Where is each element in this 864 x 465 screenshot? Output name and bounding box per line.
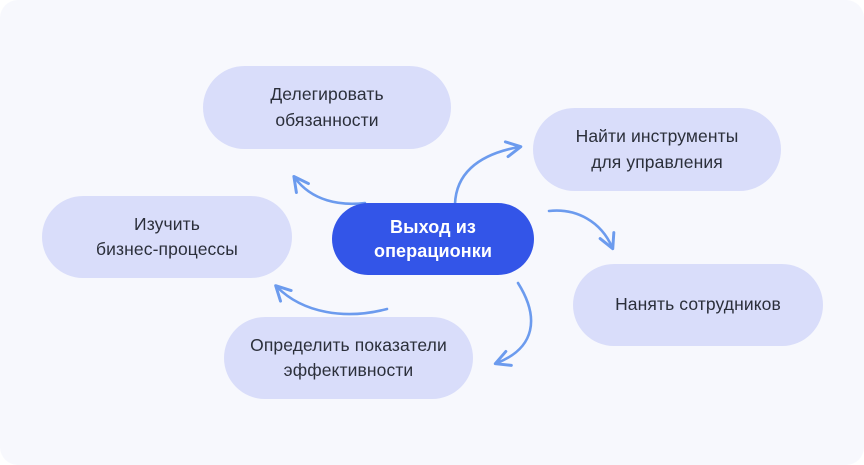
arrow-kpi-to-processes — [274, 284, 389, 316]
arrow-processes-to-delegate — [292, 175, 367, 206]
node-central-label: Выход из операционки — [373, 216, 493, 261]
node-processes-label: Изучить бизнес-процессы — [96, 213, 238, 259]
node-hire[interactable]: Нанять сотрудников — [573, 264, 823, 346]
arrow-tools-to-hire — [547, 209, 616, 251]
node-delegate[interactable]: Делегировать обязанности — [203, 66, 451, 149]
node-kpi[interactable]: Определить показатели эффективности — [224, 317, 473, 399]
arrow-delegate-to-tools — [453, 140, 523, 206]
node-kpi-label: Определить показатели эффективности — [250, 334, 447, 380]
node-processes[interactable]: Изучить бизнес-процессы — [42, 196, 292, 278]
node-central-hub[interactable]: Выход из операционки — [332, 203, 534, 275]
node-tools[interactable]: Найти инструменты для управления — [533, 108, 781, 191]
node-delegate-label: Делегировать обязанности — [270, 84, 384, 130]
node-tools-label: Найти инструменты для управления — [575, 126, 739, 172]
node-hire-label: Нанять сотрудников — [615, 294, 781, 315]
arrow-hire-to-kpi — [493, 281, 533, 367]
